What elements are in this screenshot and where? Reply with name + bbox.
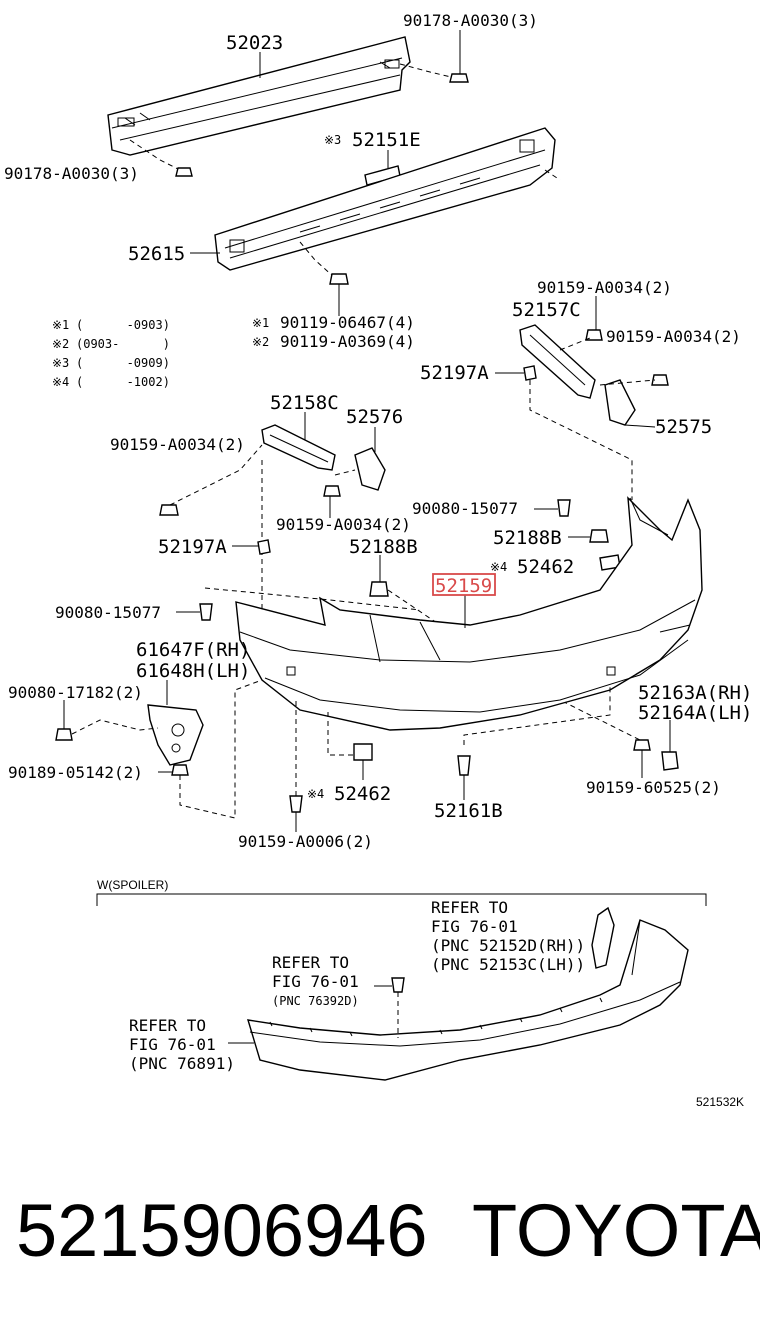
label-52159-highlight[interactable]: 52159 (435, 575, 492, 597)
label-90080-17182: 90080-17182(2) (8, 683, 143, 702)
ref2-line2: FIG 76-01 (272, 972, 359, 991)
note-range-2: (0903- ) (76, 337, 170, 351)
label-52462-bottom: 52462 (334, 783, 391, 805)
ref3-line1: REFER TO (129, 1016, 206, 1035)
spoiler-bumper-part[interactable] (247, 919, 689, 1081)
label-52197a-left: 52197A (158, 536, 227, 558)
spoiler-ref-1: REFER TO FIG 76-01 (PNC 52152D(RH)) (PNC… (431, 898, 585, 974)
label-90159-60525: 90159-60525(2) (586, 778, 721, 797)
reinforcement-bar-part[interactable] (107, 36, 411, 156)
label-90178-left: 90178-A0030(3) (4, 164, 139, 183)
ref3-line3: (PNC 76891) (129, 1054, 235, 1073)
label-52462-right: 52462 (517, 556, 574, 578)
note-range-3: ( -0909) (76, 356, 170, 370)
note-mark-4: ※4 (52, 375, 69, 389)
label-52615: 52615 (128, 243, 185, 265)
bumper-cover-52159-part[interactable] (235, 496, 703, 731)
bolt-90159-a0006[interactable] (289, 795, 303, 813)
clip-52188b-left[interactable] (369, 581, 389, 597)
label-90159-a0006: 90159-A0006(2) (238, 832, 373, 851)
label-90159-a0034-right: 90159-A0034(2) (606, 327, 741, 346)
screw-90080-15077-right[interactable] (557, 499, 571, 517)
label-90080-15077-left: 90080-15077 (55, 603, 161, 622)
note-range-1: ( -0903) (76, 318, 170, 332)
nut-90189-05142[interactable] (171, 764, 189, 776)
footer-part-number: 5215906946 (16, 1189, 428, 1272)
ref3-line2: FIG 76-01 (129, 1035, 216, 1054)
label-90159-a0034-top: 90159-A0034(2) (537, 278, 672, 297)
ref1-line2: FIG 76-01 (431, 917, 518, 936)
bolt-90080-17182[interactable] (55, 728, 73, 741)
bolt-90178-left[interactable] (175, 167, 193, 177)
screw-52161b[interactable] (457, 755, 471, 776)
spoiler-bracket-part[interactable] (591, 906, 615, 969)
label-90189-05142: 90189-05142(2) (8, 763, 143, 782)
bracket-52576-part[interactable] (354, 447, 386, 491)
spoiler-ref-2: REFER TO FIG 76-01 (PNC 76392D) (272, 953, 359, 1008)
label-52576: 52576 (346, 406, 403, 428)
spoiler-header: W(SPOILER) (97, 878, 168, 892)
label-52575: 52575 (655, 416, 712, 438)
note-mark-1: ※1 (52, 318, 69, 332)
bracket-52575-part[interactable] (604, 379, 636, 426)
bolt-90159-right-b[interactable] (651, 374, 669, 386)
mark-90119-b: ※2 (252, 335, 269, 349)
label-90080-15077-right: 90080-15077 (412, 499, 518, 518)
clip-52188b-right[interactable] (589, 529, 609, 543)
clip-52163a[interactable] (661, 751, 679, 771)
mark-52151e: ※3 (324, 133, 341, 147)
highlight-box-52159[interactable] (432, 573, 496, 596)
notes-legend: ※1 ( -0903) ※2 (0903- ) ※3 ( -0909) ※4 (… (52, 318, 170, 389)
bolt-90159-60525[interactable] (633, 739, 651, 751)
label-52188b-right: 52188B (493, 527, 562, 549)
energy-absorber-part[interactable] (214, 127, 556, 271)
label-90159-a0034-left: 90159-A0034(2) (110, 435, 245, 454)
bolt-90178-top[interactable] (449, 73, 469, 83)
mark-90119-a: ※1 (252, 316, 269, 330)
label-52163a: 52163A(RH) (638, 682, 752, 704)
pad-52462-bottom[interactable] (353, 743, 373, 761)
label-52158c: 52158C (270, 392, 339, 414)
clip-52197a-left[interactable] (257, 539, 271, 555)
label-52157c: 52157C (512, 299, 581, 321)
label-90119-a: 90119-06467(4) (280, 313, 415, 332)
label-61648h: 61648H(LH) (136, 660, 250, 682)
ref2-line3: (PNC 76392D) (272, 994, 359, 1008)
label-90159-a0034-mid: 90159-A0034(2) (276, 515, 411, 534)
mark-52462-bottom: ※4 (307, 787, 324, 801)
bolt-90159-left[interactable] (159, 504, 179, 516)
ref1-line4: (PNC 52153C(LH)) (431, 955, 585, 974)
ref1-line3: (PNC 52152D(RH)) (431, 936, 585, 955)
screw-90119[interactable] (329, 273, 349, 285)
screw-90080-15077-left[interactable] (199, 603, 213, 621)
retainer-52158c-part[interactable] (261, 424, 336, 471)
label-90119-b: 90119-A0369(4) (280, 332, 415, 351)
spoiler-clip-part[interactable] (391, 977, 405, 993)
note-mark-3: ※3 (52, 356, 69, 370)
footer-brand: TOYOTA (472, 1189, 760, 1272)
mark-52462-right: ※4 (490, 560, 507, 574)
label-52188b-left: 52188B (349, 536, 418, 558)
label-52164a: 52164A(LH) (638, 702, 752, 724)
label-61647f: 61647F(RH) (136, 639, 250, 661)
label-52151e: 52151E (352, 129, 421, 151)
ref2-line1: REFER TO (272, 953, 349, 972)
bracket-61647f-part[interactable] (147, 704, 204, 766)
spoiler-ref-3: REFER TO FIG 76-01 (PNC 76891) (129, 1016, 235, 1073)
clip-52197a-right[interactable] (523, 365, 537, 381)
note-range-4: ( -1002) (76, 375, 170, 389)
label-52197a-right: 52197A (420, 362, 489, 384)
label-52161b: 52161B (434, 800, 503, 822)
retainer-52157c-part[interactable] (519, 324, 596, 399)
label-90178-top: 90178-A0030(3) (403, 11, 538, 30)
ref1-line1: REFER TO (431, 898, 508, 917)
note-mark-2: ※2 (52, 337, 69, 351)
label-52023: 52023 (226, 32, 283, 54)
bolt-90159-mid[interactable] (323, 485, 341, 497)
figure-code: 521532K (696, 1095, 744, 1109)
